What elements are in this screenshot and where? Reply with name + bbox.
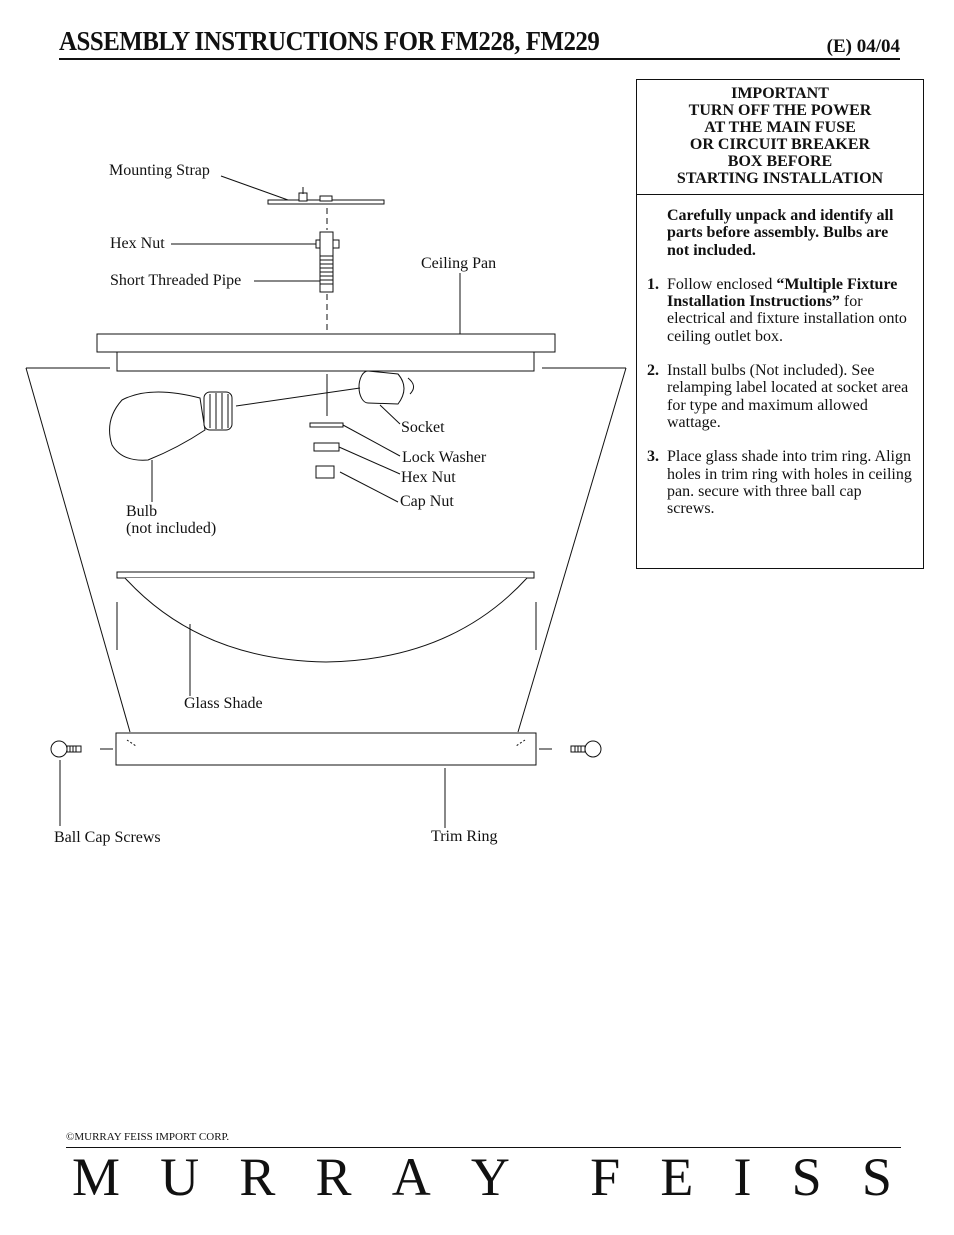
warning-line: AT THE MAIN FUSE <box>704 119 856 136</box>
brand-letter: E <box>660 1147 694 1207</box>
copyright-notice: ©MURRAY FEISS IMPORT CORP. <box>66 1131 230 1143</box>
brand-logo: M U R R A Y F E I S S <box>72 1148 892 1206</box>
instructions-box: IMPORTANT TURN OFF THE POWER AT THE MAIN… <box>636 79 924 569</box>
step-2: 2. Install bulbs (Not included). See rel… <box>647 362 913 431</box>
brand-letter: I <box>733 1147 752 1207</box>
glass-shade-part <box>116 571 537 663</box>
title-underline <box>59 58 900 60</box>
label-glass-shade: Glass Shade <box>184 695 263 712</box>
label-hex-nut: Hex Nut <box>401 469 456 486</box>
lock-washer-part <box>309 422 344 428</box>
revision-date: (E) 04/04 <box>826 36 900 57</box>
label-trim-ring: Trim Ring <box>431 828 498 845</box>
important-warning: IMPORTANT TURN OFF THE POWER AT THE MAIN… <box>637 80 923 195</box>
page-title: ASSEMBLY INSTRUCTIONS FOR FM228, FM229 <box>59 26 600 56</box>
step-text: Follow enclosed “Multiple Fixture Instal… <box>667 276 913 345</box>
mounting-strap-part <box>267 187 385 205</box>
label-ball-cap-screws: Ball Cap Screws <box>54 829 161 846</box>
step-text: Install bulbs (Not included). See relamp… <box>667 362 909 431</box>
brand-letter: S <box>861 1147 892 1207</box>
step-text-part: for electrical and fixture installation … <box>667 293 907 345</box>
trim-ring-part <box>115 732 537 766</box>
hex-nut-part <box>313 442 340 452</box>
brand-letter: R <box>239 1147 276 1207</box>
label-ceiling-pan: Ceiling Pan <box>421 255 497 272</box>
step-3: 3. Place glass shade into trim ring. Ali… <box>647 448 913 517</box>
cap-nut-part <box>315 465 335 479</box>
warning-line: OR CIRCUIT BREAKER <box>689 136 871 153</box>
label-cap-nut: Cap Nut <box>400 493 454 510</box>
brand-letter: U <box>160 1147 200 1207</box>
label-mounting-strap: Mounting Strap <box>109 162 210 179</box>
step-1: 1. Follow enclosed “Multiple Fixture Ins… <box>647 276 913 345</box>
bulb-part <box>109 391 233 461</box>
label-bulb-note: (not included) <box>126 520 217 537</box>
step-number: 2. <box>647 362 659 380</box>
socket-part <box>358 370 414 405</box>
brand-letter: M <box>72 1147 121 1207</box>
brand-letter: F <box>590 1147 621 1207</box>
brand-letter: Y <box>470 1147 510 1207</box>
warning-line: STARTING INSTALLATION <box>676 170 884 187</box>
label-socket: Socket <box>401 419 445 436</box>
unpack-note: Carefully unpack and identify all parts … <box>667 207 894 259</box>
step-text-part: Follow enclosed <box>667 275 777 293</box>
brand-letter: A <box>391 1147 431 1207</box>
ceiling-pan-part <box>96 333 556 372</box>
label-short-threaded-pipe: Short Threaded Pipe <box>110 272 242 289</box>
label-bulb: Bulb <box>126 503 158 520</box>
brand-letter: R <box>315 1147 352 1207</box>
label-lock-washer: Lock Washer <box>402 449 487 466</box>
step-number: 1. <box>647 275 659 293</box>
ball-cap-screw-left <box>50 740 82 758</box>
step-text-bold: “Multiple Fixture Installation Instructi… <box>667 275 898 311</box>
warning-line: TURN OFF THE POWER <box>688 102 872 119</box>
step-text: Place glass shade into trim ring. Align … <box>667 448 912 518</box>
footer-rule <box>66 1147 901 1148</box>
warning-line: BOX BEFORE <box>727 153 833 170</box>
label-hex-nut-top: Hex Nut <box>110 235 165 252</box>
instruction-steps: Carefully unpack and identify all parts … <box>637 195 923 517</box>
warning-line: IMPORTANT <box>731 85 829 102</box>
ball-cap-screw-right <box>570 740 602 758</box>
short-threaded-pipe-part <box>319 231 334 293</box>
step-number: 3. <box>647 448 659 466</box>
brand-letter: S <box>791 1147 822 1207</box>
